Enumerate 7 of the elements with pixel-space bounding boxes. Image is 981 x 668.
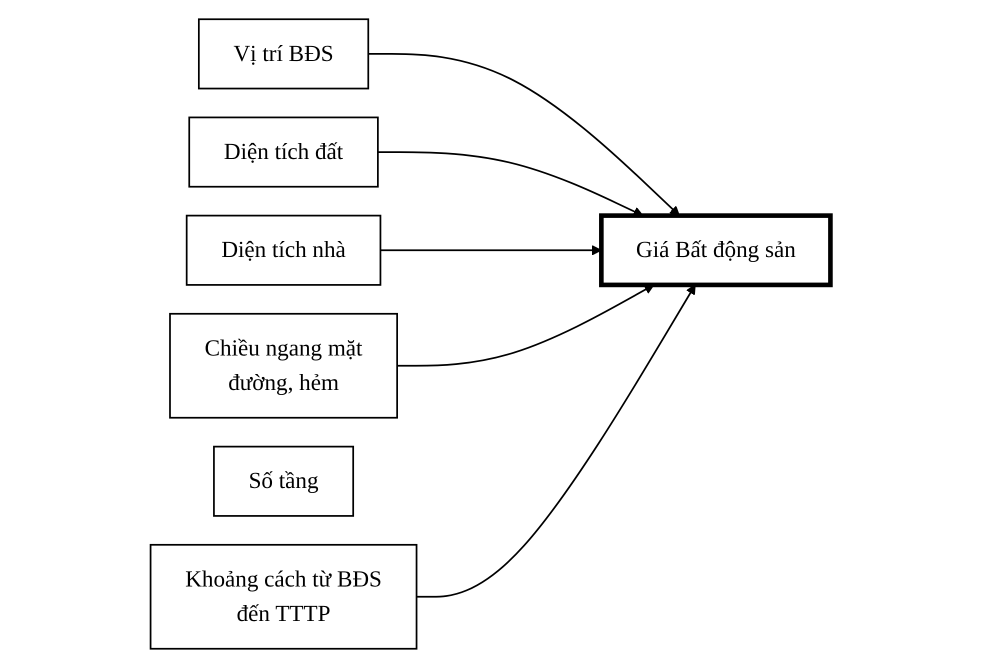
node-box: Chiều ngang mặt đường, hẻm — [169, 312, 398, 419]
node-box: Khoảng cách từ BĐS đến TTTP — [150, 544, 418, 650]
node-box: Số tầng — [213, 446, 354, 517]
node-box: Diện tích nhà — [186, 214, 382, 286]
node-box: Giá Bất động sản — [599, 213, 833, 288]
node-box: Vị trí BĐS — [198, 18, 370, 90]
node-box: Diện tích đất — [188, 116, 379, 188]
